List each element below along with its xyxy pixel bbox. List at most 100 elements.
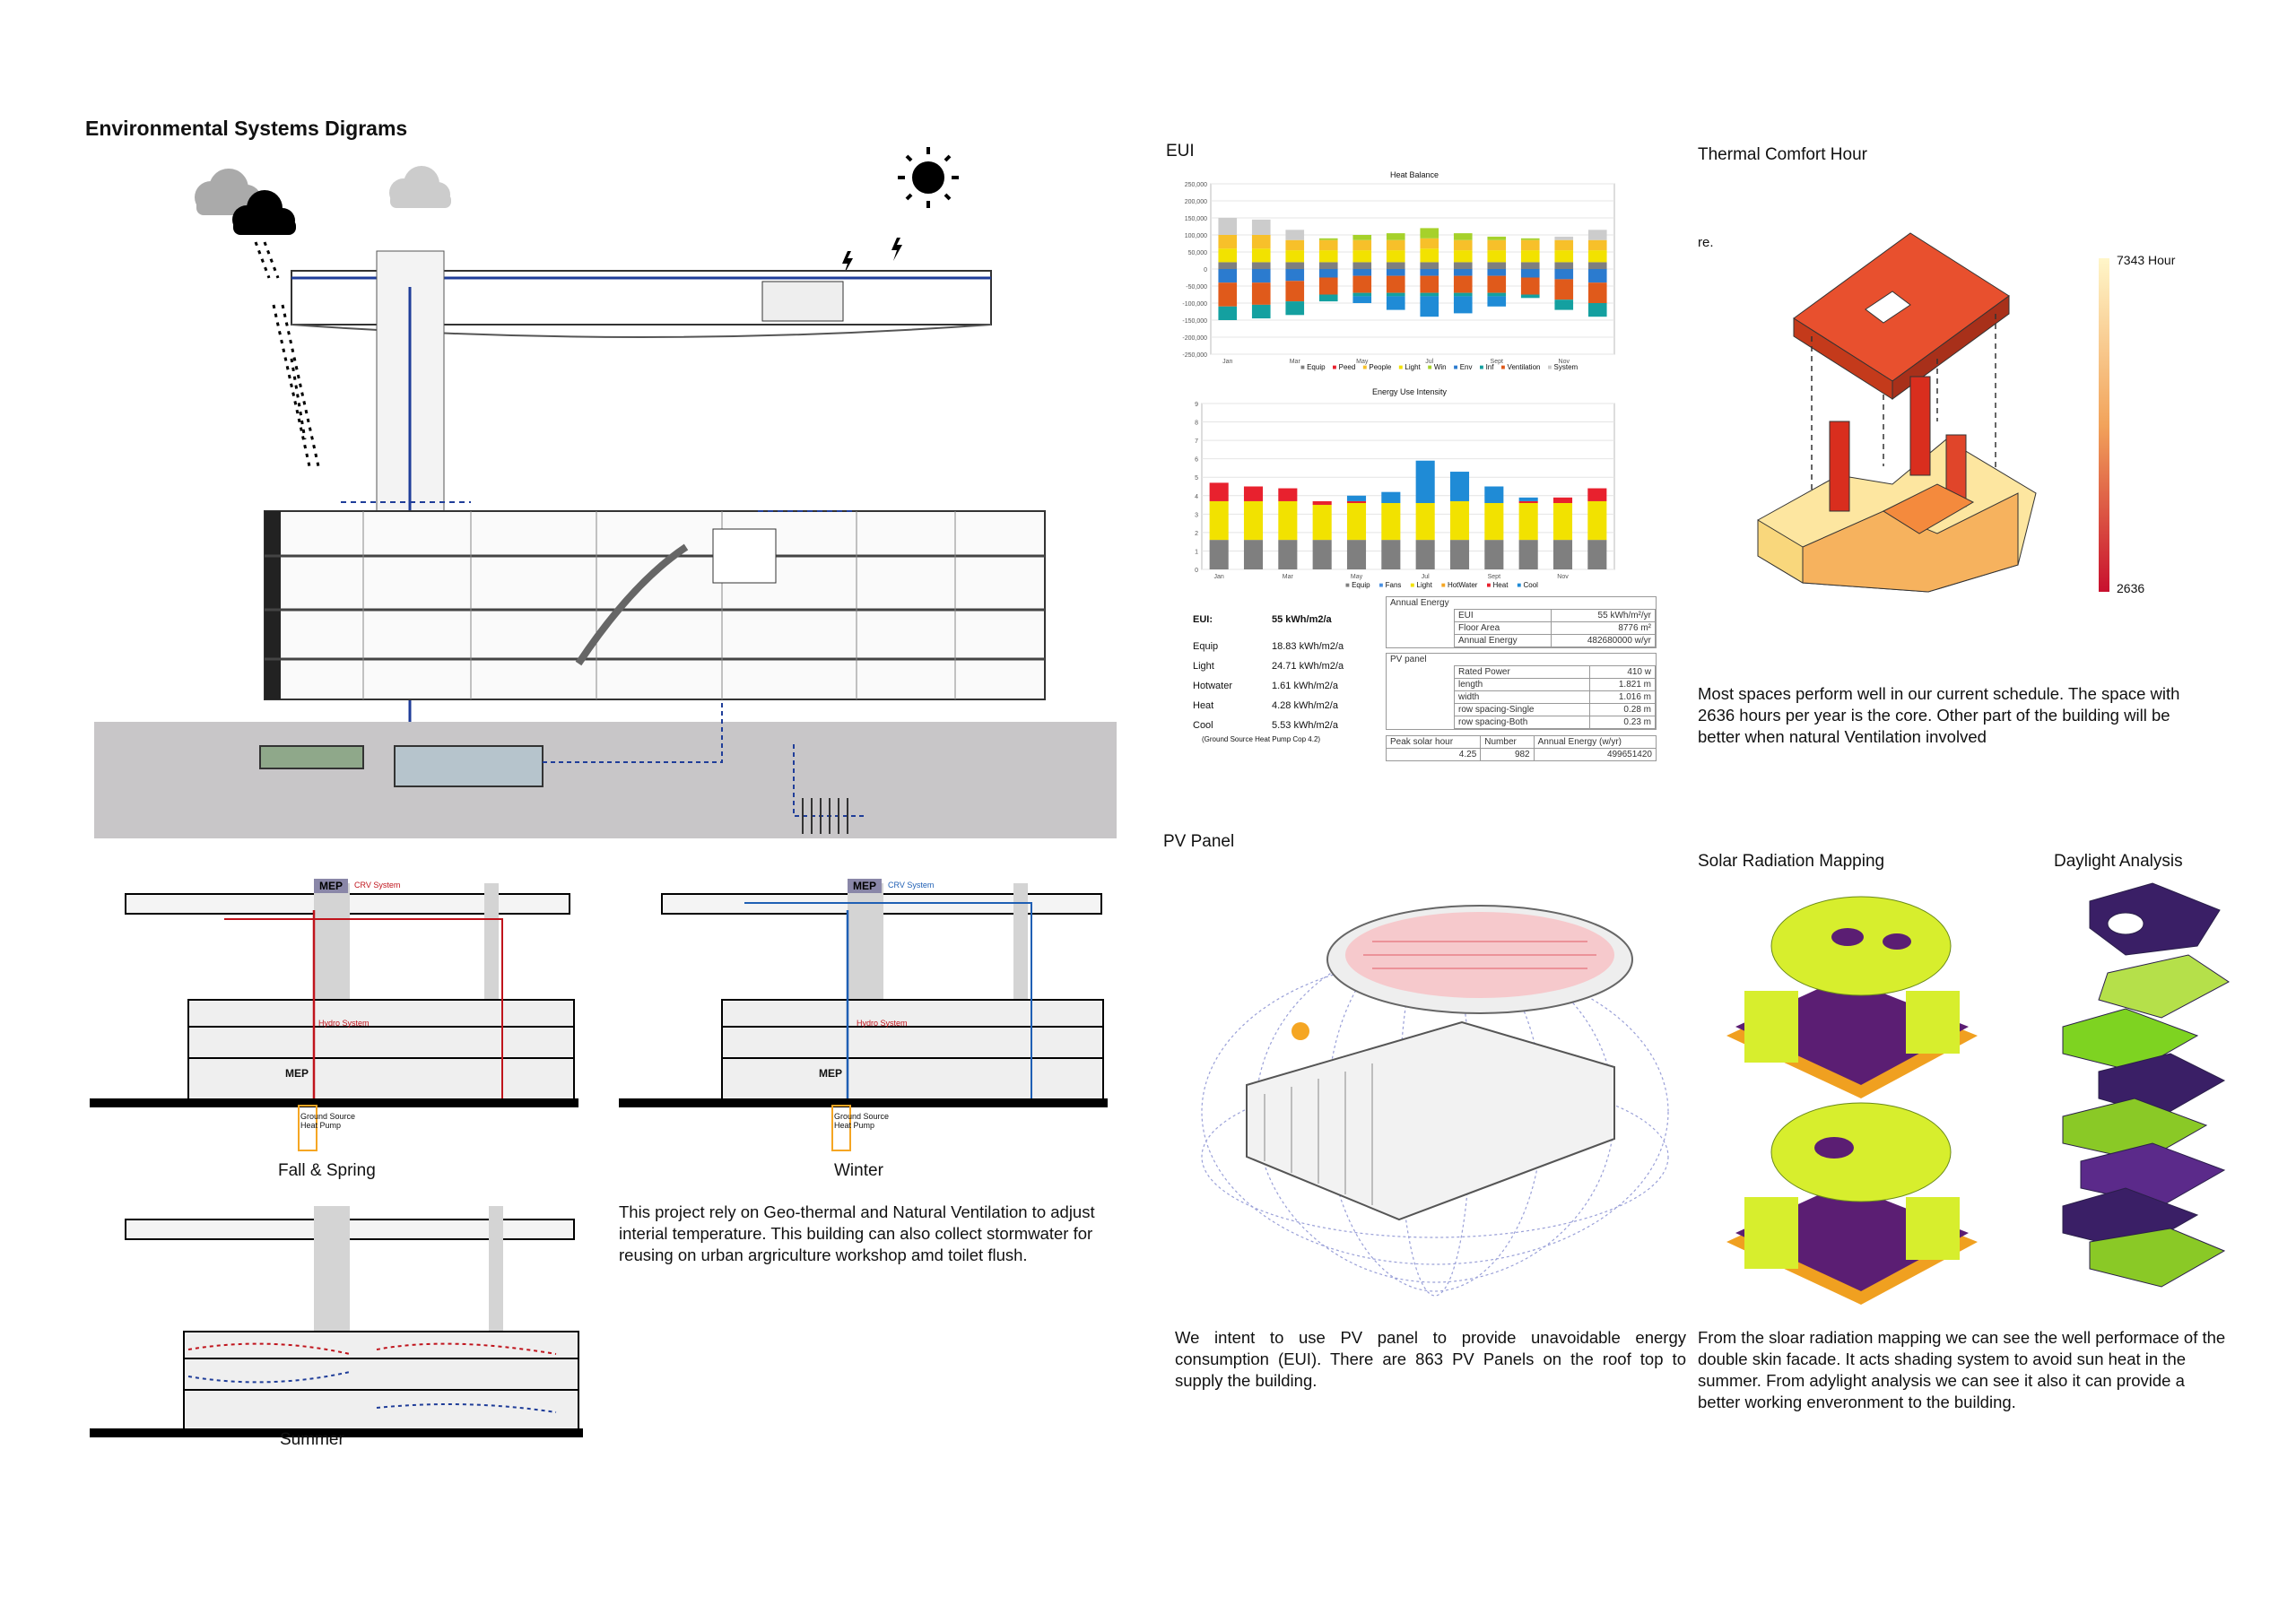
bar-segment [1251,235,1271,249]
bar-segment [1352,250,1372,263]
bar-segment [1587,262,1607,269]
bar-segment [1352,239,1372,251]
table-title: Annual Energy [1390,598,1449,608]
bar-segment [1487,275,1507,293]
bar-segment [1251,304,1271,319]
bar-segment [1318,262,1338,269]
bar-segment [1251,219,1271,235]
bar-segment [1381,491,1401,503]
lightning-icon [842,238,902,274]
eui-summary-label: EUI: [1193,614,1213,625]
solar-radiation-models [1726,896,1978,1305]
bar-segment [1251,269,1271,283]
bar-segment [1554,250,1574,263]
heat-balance-title: Heat Balance [1390,170,1439,179]
bar-segment [1554,279,1574,300]
pv-description: We intent to use PV panel to provide una… [1175,1328,1686,1390]
bar-segment [1352,262,1372,269]
bar-segment [1554,299,1574,310]
daylight-analysis-floors [2062,882,2230,1288]
legend-item: ■ People [1362,363,1392,371]
mep-label: MEP [285,1067,309,1080]
legend-item: ■ Ventilation [1500,363,1541,371]
tick-label: Sept [1491,359,1503,365]
legend-item: ■ Env [1453,363,1473,371]
legend-item: ■ Inf [1479,363,1494,371]
bar-segment [1243,540,1264,569]
legend-item: ■ Peed [1332,363,1356,371]
tick-label: 150,000 [1185,216,1207,222]
legend-item: ■ Cool [1517,581,1538,589]
bar-segment [1487,236,1507,240]
bar-segment [1587,269,1607,283]
legend-item: ■ Equip [1345,581,1370,589]
eui-row-value: 4.28 kWh/m2/a [1272,700,1338,711]
bar-segment [1285,230,1305,240]
thermal-description: Most spaces perform well in our current … [1698,684,2180,746]
bar-segment [1243,486,1264,501]
bar-segment [1420,238,1439,249]
bar-segment [1420,262,1439,269]
cloud-icon [389,166,451,208]
eui-row-value: 5.53 kWh/m2/a [1272,720,1338,731]
eui-row-label: Cool [1193,720,1213,731]
bar-segment [1415,460,1435,503]
bar-segment [1449,500,1470,541]
eui-row-label: Light [1193,661,1214,672]
bar-segment [1318,294,1338,302]
intensity-legend: ■ Equip ■ Fans ■ Light ■ HotWater ■ Heat… [1345,581,1538,589]
crv-system-label: CRV System [888,881,935,890]
bar-segment [1285,250,1305,263]
bar-segment [1209,482,1229,501]
bar-segment [1554,269,1574,280]
hydro-system-label: Hydro System [318,1019,370,1028]
tick-label: Jul [1425,359,1433,365]
thermal-comfort-model [1757,232,2037,593]
bar-segment [1487,296,1507,307]
bar-segment [1587,230,1607,240]
bar-segment [1251,248,1271,263]
bar-segment [1484,540,1504,569]
bar-segment [1386,275,1405,293]
bar-segment [1453,233,1473,240]
bar-segment [1312,540,1332,569]
bar-segment [1420,248,1439,263]
tick-label: Mar [1290,359,1301,365]
thermal-scale-min: 2636 [2117,581,2145,595]
bar-segment [1318,238,1338,240]
bar-segment [1278,500,1298,541]
pv-sun-path-diagram [1201,905,1669,1297]
bar-segment [1453,250,1473,263]
bar-segment [1352,296,1372,303]
tick-label: 3 [1195,512,1198,518]
bar-segment [1487,239,1507,251]
tick-label: 250,000 [1185,182,1207,188]
bar-segment [1520,269,1540,278]
bar-segment [1386,233,1405,240]
bar-segment [1386,296,1405,310]
bar-segment [1420,296,1439,317]
bar-segment [1587,250,1607,263]
bar-segment [1487,262,1507,269]
bar-segment [1285,269,1305,282]
season-label-winter: Winter [834,1161,883,1180]
bar-segment [1285,262,1305,269]
season-label-fall-spring: Fall & Spring [278,1161,376,1180]
bar-segment [1209,540,1229,569]
bar-segment [1554,262,1574,269]
solar-heading: Solar Radiation Mapping [1698,852,1885,871]
legend-item: ■ Equip [1300,363,1326,371]
eui-row-label: Hotwater [1193,681,1233,691]
bar-segment [1318,277,1338,295]
eui-heading: EUI [1166,142,1195,161]
legend-item: ■ System [1547,363,1578,371]
chart-frame [1201,403,1615,570]
bar-segment [1381,540,1401,569]
bar-segment [1312,505,1332,541]
